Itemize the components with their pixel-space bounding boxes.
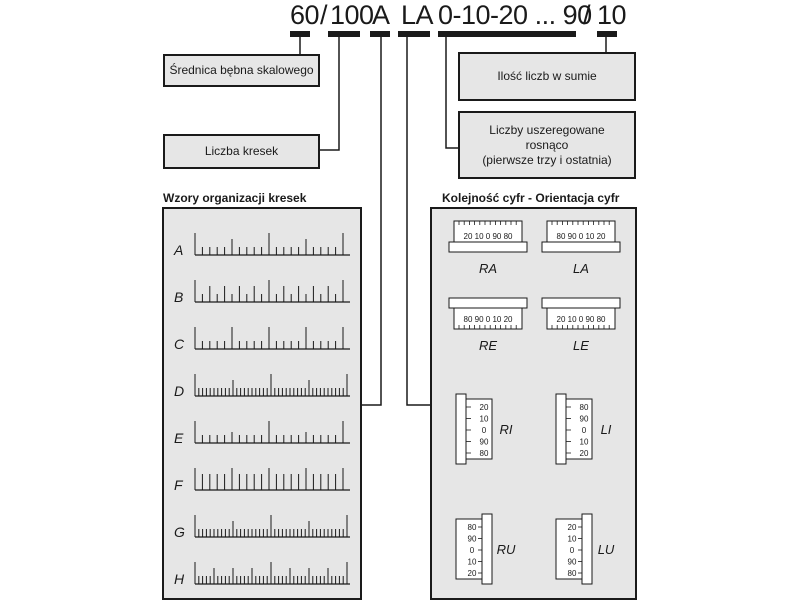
orientation-label: RE <box>479 338 497 353</box>
box-divisions: Liczba kresek <box>163 134 320 169</box>
pattern-row-b: B <box>174 280 350 305</box>
pattern-row-f: F <box>174 468 350 493</box>
drum-number: 10 <box>468 558 477 567</box>
sequence-line: Liczby uszeregowane <box>489 122 605 137</box>
drum-number: 20 <box>480 403 489 412</box>
orientation-label: LE <box>573 338 589 353</box>
pattern-letter: G <box>174 524 185 540</box>
drum-bar <box>448 297 528 309</box>
drum-number: 90 <box>480 438 489 447</box>
orientation-ra: 20 10 0 90 80 RA <box>448 220 528 276</box>
sequence-line: (pierwsze trzy i ostatnia) <box>482 152 612 167</box>
drum-number: 80 <box>580 403 589 412</box>
orientation-label: LI <box>601 422 612 437</box>
drum-bar <box>455 393 467 465</box>
code-underline-pattern <box>370 31 390 37</box>
drum-bar <box>481 513 493 585</box>
orientation-li: 80 90 0 10 20 LI <box>555 393 612 465</box>
orientation-label: LU <box>598 542 615 557</box>
pattern-row-a: A <box>173 233 350 258</box>
pattern-letter: D <box>174 383 184 399</box>
drum-number: 10 <box>480 415 489 424</box>
drum-number: 0 <box>582 426 587 435</box>
pattern-letter: A <box>173 242 183 258</box>
drum-bar <box>541 241 621 253</box>
drum-bar <box>448 241 528 253</box>
box-diameter: Średnica bębna skalowego <box>163 54 320 87</box>
code-underline-orientation <box>398 31 430 37</box>
code-underline-sequence <box>438 31 576 37</box>
orientations-title: Kolejność cyfr - Orientacja cyfr <box>442 191 620 205</box>
drum-bar <box>555 393 567 465</box>
orientation-re: 80 90 0 10 20 RE <box>448 297 528 353</box>
code-diameter: 60 <box>290 0 320 30</box>
code-underline-count <box>597 31 617 37</box>
drum-number: 80 <box>568 569 577 578</box>
drum-number: 80 <box>480 449 489 458</box>
drum-face <box>465 398 493 460</box>
drum-face <box>455 518 483 580</box>
drum-bar <box>541 297 621 309</box>
drum-number: 20 <box>468 569 477 578</box>
code-orientation: LA <box>401 0 434 30</box>
drum-number: 20 <box>580 449 589 458</box>
pattern-letter: C <box>174 336 185 352</box>
drum-face <box>555 518 583 580</box>
drum-number: 80 <box>468 523 477 532</box>
orientation-label: RA <box>479 261 497 276</box>
sequence-line: rosnąco <box>525 137 569 152</box>
code-divisions: 100 <box>330 0 374 30</box>
orientation-le: 20 10 0 90 80 LE <box>541 297 621 353</box>
box-sequence: Liczby uszeregowane rosnąco (pierwsze tr… <box>458 111 636 179</box>
drum-numbers: 80 90 0 10 20 <box>464 315 513 324</box>
drum-number: 0 <box>470 546 475 555</box>
code-count: 10 <box>597 0 627 30</box>
drum-numbers: 20 10 0 90 80 <box>464 232 513 241</box>
patterns-title: Wzory organizacji kresek <box>163 191 307 205</box>
drum-number: 0 <box>570 546 575 555</box>
code-slash: / <box>320 0 328 30</box>
box-count: Ilość liczb w sumie <box>458 52 636 101</box>
code-sequence: 0-10-20 ... 90 <box>438 0 592 30</box>
code-underline-divisions <box>328 31 360 37</box>
pattern-row-c: C <box>174 327 350 352</box>
drum-number: 90 <box>468 535 477 544</box>
orientation-label: RU <box>497 542 516 557</box>
drum-number: 90 <box>580 415 589 424</box>
drum-number: 10 <box>568 535 577 544</box>
pattern-row-e: E <box>174 421 350 446</box>
connector-divisions <box>320 37 340 151</box>
connector-orientation <box>406 37 430 406</box>
pattern-row-d: D <box>174 374 350 399</box>
pattern-letter: H <box>174 571 185 587</box>
connector-pattern <box>362 37 382 406</box>
drum-number: 90 <box>568 558 577 567</box>
code-underline-diameter <box>290 31 310 37</box>
code-slash: / <box>583 0 591 30</box>
code-pattern: A <box>372 0 390 30</box>
orientation-ru: 80 90 0 10 20 RU <box>455 513 516 585</box>
pattern-letter: E <box>174 430 184 446</box>
pattern-letter: F <box>174 477 184 493</box>
connector-sequence <box>445 37 458 149</box>
orientation-label: RI <box>500 422 513 437</box>
drum-number: 20 <box>568 523 577 532</box>
drum-bar <box>581 513 593 585</box>
orientation-label: LA <box>573 261 589 276</box>
drum-number: 0 <box>482 426 487 435</box>
drum-number: 10 <box>580 438 589 447</box>
pattern-row-g: G <box>174 515 350 540</box>
pattern-row-h: H <box>174 562 350 587</box>
drum-numbers: 20 10 0 90 80 <box>557 315 606 324</box>
orientation-la: 80 90 0 10 20 LA <box>541 220 621 276</box>
pattern-letter: B <box>174 289 183 305</box>
drum-numbers: 80 90 0 10 20 <box>557 232 606 241</box>
